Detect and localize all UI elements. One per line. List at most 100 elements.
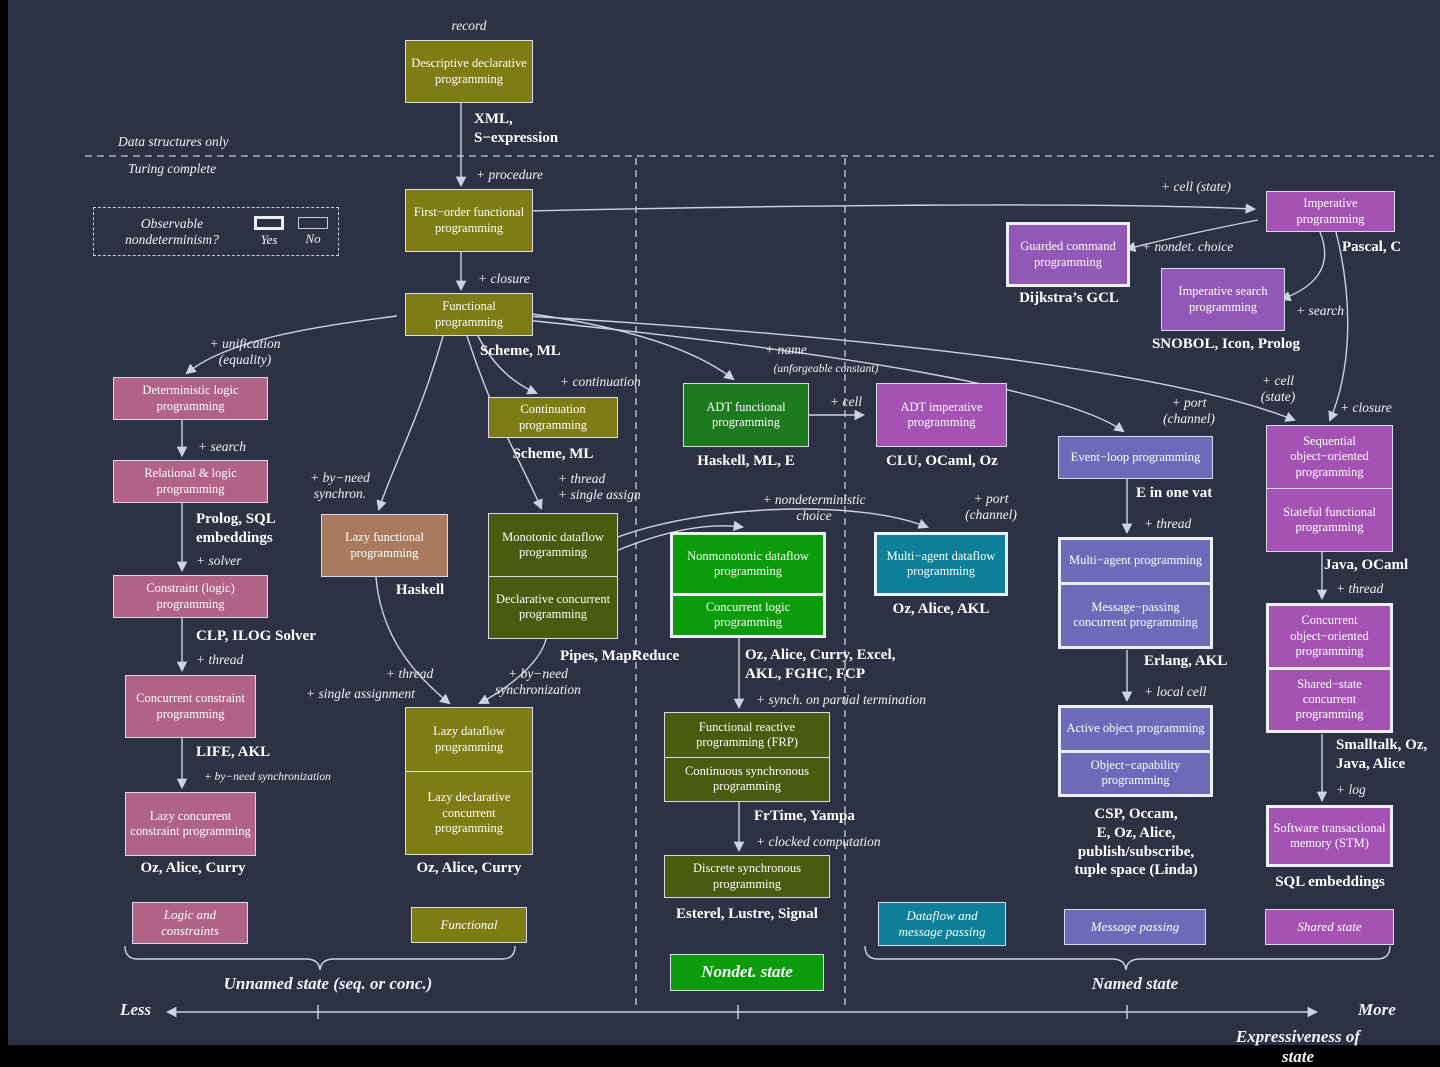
caption-csp-occam-linda: CSP, Occam, E, Oz, Alice, publish/subscr… [1074, 806, 1198, 879]
node-constraint-logic-programming: Constraint (logic) programming [113, 575, 268, 618]
label-plus-local-cell: + local cell [1144, 684, 1207, 699]
node-message-passing-concurrent-programming: Message−passing concurrent programming [1061, 581, 1210, 646]
node-imperative-programming: Imperative programming [1266, 191, 1395, 232]
legend-logic-and-constraints: Logic and constraints [132, 902, 248, 944]
label-plus-continuation: + continuation [560, 374, 641, 389]
node-adt-functional-programming: ADT functional programming [683, 383, 809, 447]
caption-oz-alice-curry-constraints: Oz, Alice, Curry [140, 860, 246, 876]
caption-dijkstra-gcl: Dijkstra’s GCL [1019, 290, 1119, 306]
node-multi-agent-dataflow-programming: Multi−agent dataflow programming [874, 532, 1008, 596]
legend-message-passing: Message passing [1064, 909, 1206, 945]
node-concurrent-logic-programming: Concurrent logic programming [673, 592, 823, 635]
label-plus-thread-lazy: + thread [386, 666, 434, 681]
label-plus-port-channel-dataflow: + port (channel) [965, 491, 1017, 522]
caption-java-ocaml: Java, OCaml [1324, 557, 1409, 573]
thick-border-swatch-icon [254, 215, 284, 230]
node-software-transactional-memory: Software transactional memory (STM) [1266, 805, 1393, 867]
legend-nondet-state: Nondet. state [670, 954, 824, 991]
node-event-loop-programming: Event−loop programming [1058, 436, 1213, 479]
label-plus-cell-state-oo: + cell (state) [1260, 373, 1296, 404]
label-plus-single-assignment: + single assignment [306, 686, 415, 701]
label-unnamed-state: Unnamed state (seq. or conc.) [223, 974, 433, 993]
node-continuous-synchronous-programming: Continuous synchronous programming [665, 756, 829, 802]
observable-legend-yes: Yes [254, 215, 284, 248]
no-label: No [305, 230, 321, 246]
caption-e-in-one-vat: E in one vat [1136, 485, 1213, 501]
connector-arrows [85, 103, 1434, 1019]
label-plus-clocked-computation: + clocked computation [756, 834, 881, 849]
node-guarded-command-programming: Guarded command programming [1006, 222, 1130, 287]
caption-pipes-mapreduce: Pipes, MapReduce [560, 648, 680, 664]
node-nonmonotonic-dataflow-programming: Nonmonotonic dataflow programming [687, 548, 809, 578]
label-plus-thread-constraint: + thread [196, 652, 244, 667]
caption-haskell: Haskell [395, 582, 445, 598]
caption-life-akl: LIFE, AKL [196, 744, 271, 760]
caption-xml-sexpression: XML, S−expression [474, 111, 559, 146]
node-concurrent-constraint-programming: Concurrent constraint programming [125, 675, 256, 738]
label-plus-port-channel-eventloop: + port (channel) [1163, 395, 1215, 426]
caption-haskell-ml-e: Haskell, ML, E [697, 453, 795, 469]
node-group-nonmonotonic-dataflow: Nonmonotonic dataflow programming Concur… [670, 532, 826, 638]
label-plus-thread-multiagent: + thread [1144, 516, 1192, 531]
node-shared-state-concurrent-programming: Shared−state concurrent programming [1269, 666, 1390, 731]
caption-frtime-yampa: FrTime, Yampa [754, 808, 855, 824]
node-lazy-concurrent-constraint-programming: Lazy concurrent constraint programming [125, 792, 256, 856]
label-plus-search-imperative: + search [1296, 303, 1344, 318]
node-concurrent-object-oriented-programming: Concurrent object−oriented programming [1290, 613, 1369, 658]
node-declarative-concurrent-programming: Declarative concurrent programming [489, 575, 617, 639]
node-group-monotonic-dataflow: Monotonic dataflow programming Declarati… [488, 513, 618, 639]
label-plus-procedure: + procedure [476, 167, 543, 182]
label-plus-thread-oo: + thread [1336, 581, 1384, 596]
caption-scheme-ml-continuation: Scheme, ML [512, 446, 594, 462]
label-plus-name: + name [765, 342, 807, 357]
label-plus-cell: + cell [830, 394, 862, 409]
label-plus-byneed-synchron: + by−need synchron. [310, 470, 370, 501]
label-plus-nondet-choice: + nondet. choice [1142, 239, 1234, 254]
label-plus-closure-oo: + closure [1340, 400, 1392, 415]
node-object-capability-programming: Object−capability programming [1061, 749, 1210, 795]
caption-sql-embeddings: SQL embeddings [1275, 874, 1385, 890]
node-group-frp: Functional reactive programming (FRP) Co… [664, 712, 830, 802]
node-discrete-synchronous-programming: Discrete synchronous programming [664, 855, 830, 898]
caption-snobol-icon-prolog: SNOBOL, Icon, Prolog [1151, 336, 1301, 352]
label-more: More [1358, 1000, 1396, 1019]
node-group-sequential-oo: Sequential object−oriented programming S… [1266, 425, 1393, 552]
caption-esterel-lustre-signal: Esterel, Lustre, Signal [676, 906, 818, 922]
caption-prolog-sql: Prolog, SQL embeddings [196, 511, 276, 546]
paradigms-diagram: Descriptive declarative programming Firs… [8, 0, 1440, 1066]
label-data-structures-only: Data structures only [118, 134, 229, 149]
node-group-active-object: Active object programming Object−capabil… [1058, 705, 1213, 797]
label-plus-byneed-sync-constraint: + by−need synchronization [204, 771, 331, 783]
node-adt-imperative-programming: ADT imperative programming [876, 383, 1007, 447]
node-stateful-functional-programming: Stateful functional programming [1267, 488, 1392, 551]
node-first-order-functional-programming: First−order functional programming [405, 189, 533, 252]
legend-dataflow-and-message-passing: Dataflow and message passing [878, 902, 1006, 946]
label-plus-solver: + solver [196, 553, 242, 568]
node-continuation-programming: Continuation programming [488, 397, 618, 438]
node-group-multi-agent: Multi−agent programming Message−passing … [1058, 537, 1213, 649]
node-lazy-dataflow-programming: Lazy dataflow programming [433, 724, 505, 754]
label-plus-byneed-sync-lazy: + by−need synchronization [495, 666, 581, 697]
node-multi-agent-programming: Multi−agent programming [1068, 553, 1203, 568]
label-plus-thread-single-assign: + thread + single assign [558, 471, 641, 502]
observable-nondeterminism-legend: Observable nondeterminism? Yes No [93, 207, 339, 256]
node-lazy-declarative-concurrent-programming: Lazy declarative concurrent programming [406, 771, 532, 854]
legend-shared-state: Shared state [1265, 909, 1394, 945]
node-lazy-functional-programming: Lazy functional programming [321, 514, 448, 577]
caption-oz-alice-curry-lazy: Oz, Alice, Curry [416, 860, 522, 876]
label-turing-complete: Turing complete [128, 161, 217, 176]
label-plus-closure-functional: + closure [478, 271, 530, 286]
node-sequential-object-oriented-programming: Sequential object−oriented programming [1290, 434, 1369, 479]
caption-smalltalk-oz-java-alice: Smalltalk, Oz, Java, Alice [1336, 737, 1428, 772]
caption-pascal-c: Pascal, C [1342, 239, 1402, 255]
label-plus-nondeterministic-choice: + nondeterministic choice [762, 492, 866, 523]
node-deterministic-logic-programming: Deterministic logic programming [113, 377, 268, 420]
yes-label: Yes [260, 231, 278, 247]
node-monotonic-dataflow-programming: Monotonic dataflow programming [502, 529, 604, 559]
label-plus-log: + log [1336, 782, 1366, 797]
node-functional-reactive-programming: Functional reactive programming (FRP) [696, 719, 798, 749]
caption-erlang-akl: Erlang, AKL [1144, 653, 1228, 669]
node-group-lazy-dataflow: Lazy dataflow programming Lazy declarati… [405, 707, 533, 855]
label-expressiveness-of-state: Expressiveness of state [1235, 1027, 1361, 1066]
label-less: Less [120, 1000, 152, 1019]
